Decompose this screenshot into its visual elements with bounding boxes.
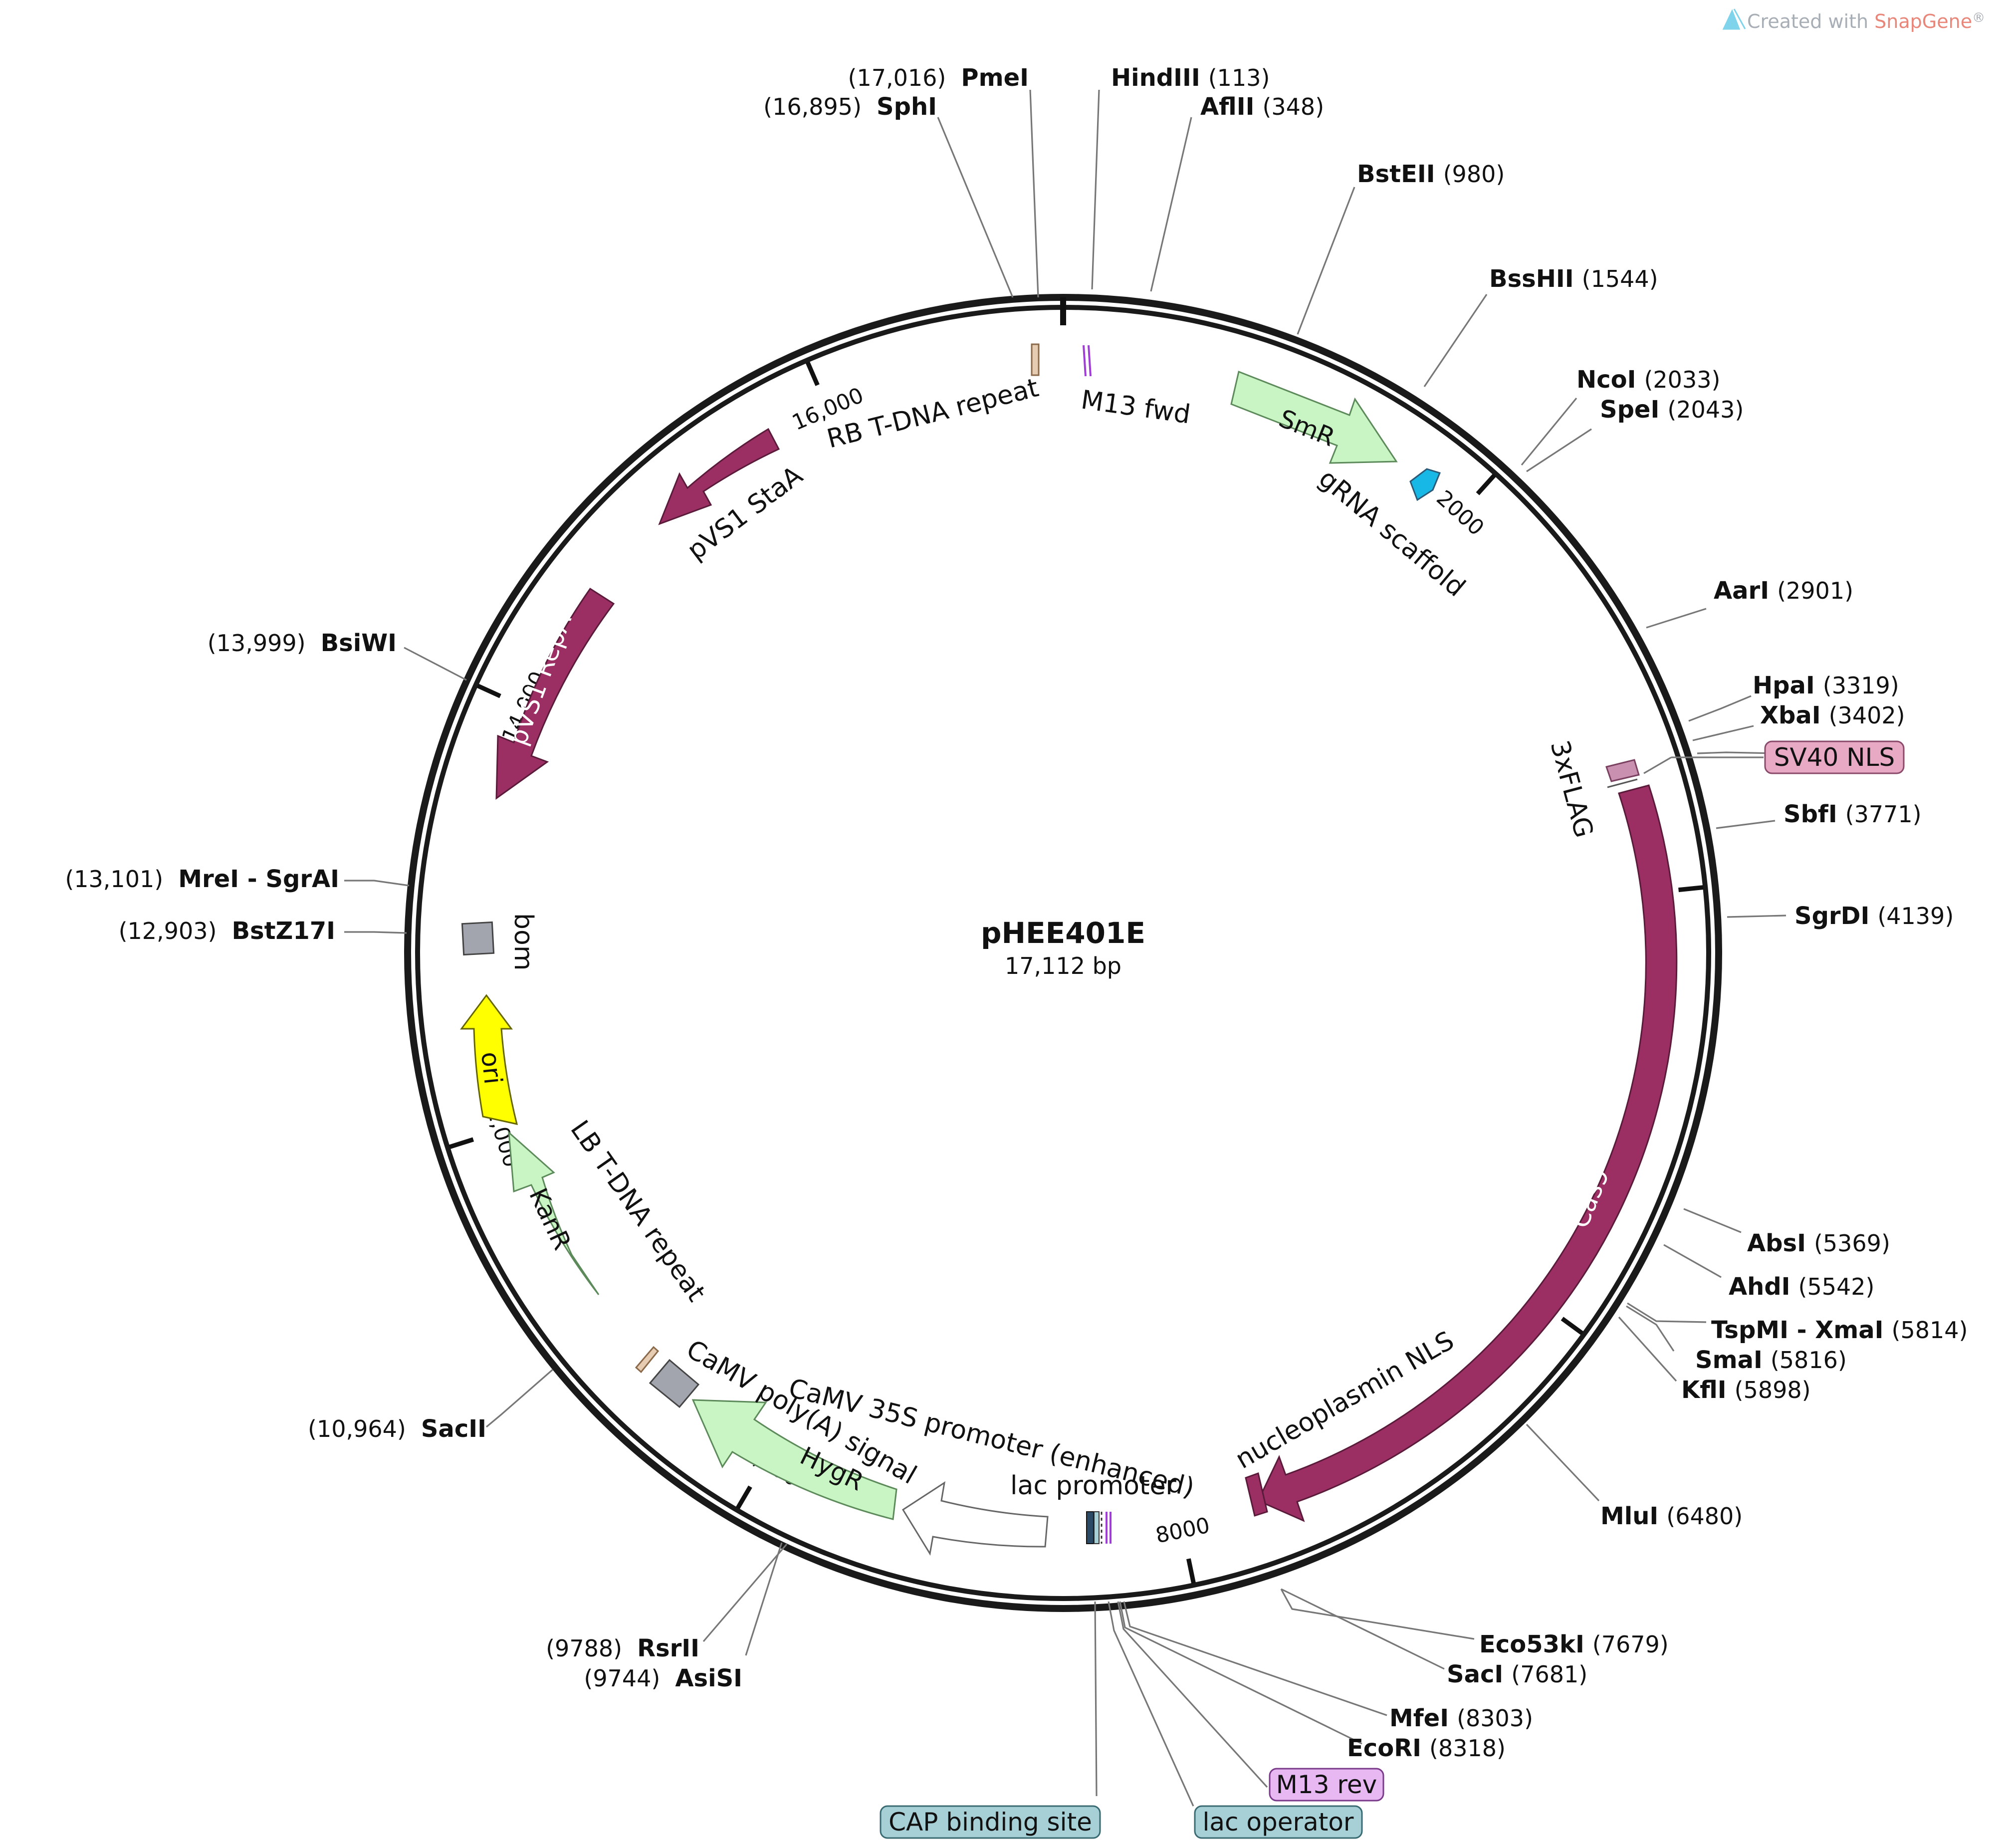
- camv-polya-mark: [649, 1359, 700, 1408]
- cap-box: [880, 1805, 1101, 1839]
- site-xbai: XbaI(3402): [1760, 701, 1905, 729]
- site-sphi: (16,895)SphI: [763, 93, 937, 121]
- site-asisi: (9744)AsiSI: [584, 1664, 742, 1692]
- tick-mark: [1561, 1317, 1584, 1336]
- site-mlui: MluI(6480): [1600, 1502, 1743, 1530]
- site-labels: HindIII(113) AflII(348) BstEII(980) BssH…: [65, 64, 1968, 1762]
- snapgene-credit: Created with SnapGene®: [1722, 8, 1985, 32]
- tick-mark: [735, 1485, 752, 1510]
- site-mrei-sgrai: (13,101)MreI - SgrAI: [65, 865, 339, 893]
- cas9-arrow: [1257, 784, 1678, 1522]
- site-absi: AbsI(5369): [1747, 1229, 1890, 1257]
- credit-brand: SnapGene: [1874, 10, 1972, 32]
- m13-rev-box: [1269, 1768, 1384, 1802]
- tick-mark: [476, 684, 501, 698]
- site-mfei: MfeI(8303): [1389, 1704, 1533, 1732]
- site-tspmi-xmai: TspMI - XmaI(5814): [1711, 1316, 1968, 1344]
- flag-label: 3xFLAG: [1544, 737, 1598, 841]
- flag-divider: [1607, 778, 1638, 788]
- site-bsteii: BstEII(980): [1357, 160, 1505, 188]
- kanr-arrow: [508, 1131, 600, 1295]
- staa-arrow: [658, 428, 780, 525]
- site-bstz17i: (12,903)BstZ17I: [119, 917, 335, 945]
- svg-text:Created with SnapGene®: Created with SnapGene®: [1747, 10, 1985, 32]
- sv40-label: SV40 NLS: [1774, 743, 1895, 772]
- tick-mark: [448, 1137, 474, 1150]
- ori-label: ori: [475, 1050, 507, 1086]
- kanr-label: KanR: [523, 1184, 577, 1254]
- site-eco53ki: Eco53kI(7679): [1479, 1630, 1669, 1658]
- bom-mark: [461, 921, 495, 956]
- site-aari: AarI(2901): [1714, 577, 1853, 605]
- site-kfli: KflI(5898): [1681, 1376, 1811, 1404]
- credit-registered: ®: [1972, 10, 1985, 25]
- site-hindiii: HindIII(113): [1111, 64, 1270, 92]
- flag-mark: [1605, 759, 1640, 782]
- bom-label: bom: [508, 913, 538, 970]
- grna-label: gRNA scaffold: [1313, 463, 1471, 603]
- site-bsshii: BssHII(1544): [1489, 265, 1658, 293]
- smr-arrow: [1230, 370, 1398, 464]
- hygr-arrow: [691, 1399, 897, 1520]
- backbone: [404, 294, 1722, 1612]
- site-ahdi: AhdI(5542): [1729, 1273, 1875, 1301]
- site-pmei: (17,016)PmeI: [848, 64, 1029, 92]
- site-bsiwi: (13,999)BsiWI: [208, 629, 397, 657]
- site-spei: SpeI(2043): [1600, 396, 1744, 424]
- site-hpai: HpaI(3319): [1753, 672, 1899, 699]
- tick-mark: [805, 361, 820, 386]
- tick-label: 8000: [1153, 1513, 1212, 1548]
- site-leaders: [344, 89, 1786, 1807]
- sv40-leader: [1643, 756, 1672, 774]
- site-ecori: EcoRI(8318): [1347, 1734, 1506, 1762]
- ori-arrow: [460, 994, 518, 1125]
- site-rsrii: (9788)RsrII: [546, 1634, 699, 1662]
- rb-repeat-mark: [1031, 343, 1040, 376]
- site-sbfi: SbfI(3771): [1784, 800, 1922, 828]
- m13-fwd-mark: [1083, 345, 1092, 377]
- callouts: SV40 NLS M13 rev CAP binding site lac op…: [880, 740, 1905, 1839]
- repa-arrow: [495, 587, 615, 800]
- m13-rev-label: M13 rev: [1276, 1770, 1377, 1799]
- camv35s-arrow: [901, 1481, 1049, 1556]
- plasmid-length: 17,112 bp: [1005, 952, 1121, 979]
- credit-prefix: Created with: [1747, 10, 1874, 32]
- lac-cluster-mark: [1086, 1511, 1112, 1544]
- tick-mark: [1476, 473, 1496, 495]
- nucleoplasmin-mark: [1245, 1472, 1268, 1517]
- sv40-box: [1764, 740, 1905, 774]
- tick-mark: [1186, 1558, 1196, 1584]
- snapgene-logo-icon: [1722, 8, 1746, 30]
- site-sacii: (10,964)SacII: [308, 1415, 486, 1443]
- plasmid-title: pHEE401E: [981, 916, 1145, 950]
- tick-mark: [1678, 885, 1704, 893]
- cap-label: CAP binding site: [889, 1808, 1092, 1837]
- m13-fwd-label: M13 fwd: [1079, 385, 1192, 430]
- site-sgrdi: SgrDI(4139): [1794, 902, 1954, 930]
- site-saci: SacI(7681): [1447, 1660, 1587, 1688]
- lac-operator-label: lac operator: [1203, 1808, 1354, 1837]
- site-smai: SmaI(5816): [1695, 1346, 1847, 1374]
- grna-scaffold-mark: [1409, 468, 1441, 501]
- lac-promoter-label: lac promoter: [1010, 1471, 1176, 1501]
- lb-repeat-mark: [635, 1346, 660, 1374]
- site-aflii: AflII(348): [1200, 93, 1324, 121]
- lac-operator-box: [1194, 1805, 1363, 1839]
- site-ncoi: NcoI(2033): [1576, 366, 1720, 394]
